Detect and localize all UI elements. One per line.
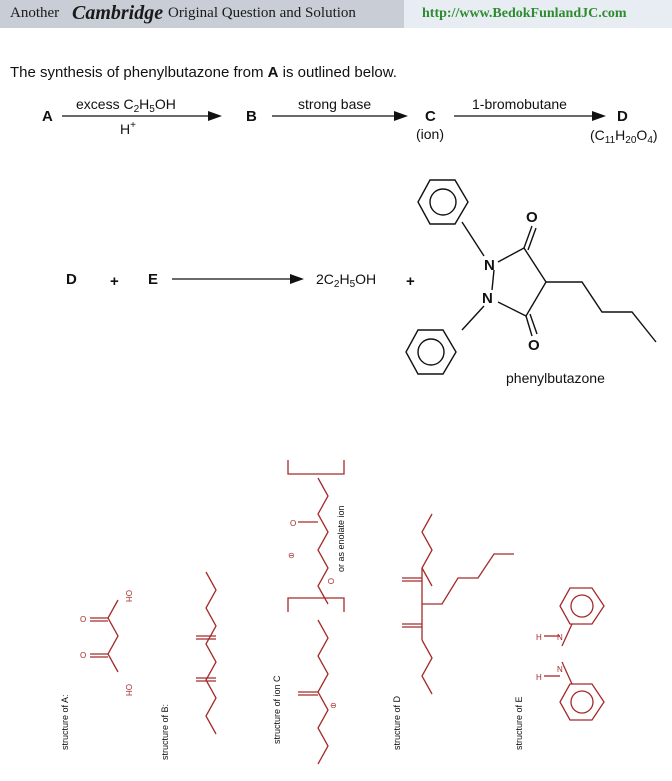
intro-bold-a: A <box>267 64 279 81</box>
intro-before: The synthesis of phenylbutazone from <box>10 64 268 81</box>
compound-b-label: B <box>246 108 257 125</box>
bond-n2-ph2 <box>461 305 485 331</box>
butyl-chain <box>546 281 657 343</box>
structure-c-chain-upper <box>317 477 329 605</box>
phenyl-ring-bottom <box>405 329 457 375</box>
reagent-1-bottom: H+ <box>120 120 136 137</box>
structure-e-ring-top <box>559 587 605 625</box>
label-structure-b: structure of B: <box>160 704 170 760</box>
structure-c-bracket-bottom <box>287 597 345 612</box>
reaction-scheme-2: D + E 2C2H5OH + N N O <box>66 179 657 386</box>
structure-a-oh1: OH <box>124 590 133 602</box>
plus-sign-1: + <box>110 273 119 290</box>
structure-e-h2: H <box>536 673 542 682</box>
structure-a-chain <box>107 599 119 673</box>
structure-e: H H N N structure of E <box>514 587 605 750</box>
enolate-note: or as enolate ion <box>336 505 346 572</box>
structure-e-ring-bottom-circle <box>570 690 594 714</box>
atom-n1: N <box>484 257 495 274</box>
structure-e-ring-bottom <box>559 683 605 721</box>
phenyl-ring-bottom-circle <box>417 338 445 366</box>
compound-c-label: C <box>425 108 436 125</box>
bond-co2-o2 <box>525 315 533 337</box>
header-brand-logo: Cambridge <box>72 2 164 24</box>
bond-co-o1 <box>523 225 533 249</box>
phenyl-ring-top-circle <box>429 188 457 216</box>
label-structure-c: structure of ion C <box>272 675 282 744</box>
product-ethanol: 2C2H5OH <box>316 271 376 290</box>
reagent-2: strong base <box>298 96 371 112</box>
bond-ch-co2 <box>525 281 547 317</box>
atom-o1: O <box>526 209 538 226</box>
header-suffix: Original Question and Solution <box>168 5 356 21</box>
structure-e-n1: N <box>557 633 563 642</box>
plus-sign-2: + <box>406 273 415 290</box>
arrow-4-head <box>290 274 304 284</box>
structure-c-chain-lower <box>317 619 329 765</box>
reagent-1-top: excess C2H5OH <box>76 96 176 115</box>
arrow-2-head <box>394 111 408 121</box>
label-structure-d: structure of D <box>392 695 402 750</box>
structure-c: O O ⊖ ⊖ structure of ion C or as enolate… <box>272 460 346 765</box>
structure-d-ester-bottom <box>421 639 433 695</box>
label-structure-a: structure of A: <box>60 694 70 750</box>
bond-co-o1-double <box>527 227 537 251</box>
bond-n1-n2 <box>491 269 495 291</box>
reagent-3: 1-bromobutane <box>472 96 567 112</box>
intro-after: is outlined below. <box>278 64 397 81</box>
compound-a-label: A <box>42 108 53 125</box>
page-header: Another Cambridge Original Question and … <box>0 0 672 28</box>
structure-a-o1: O <box>80 615 86 624</box>
structure-c-bracket-top <box>287 460 345 475</box>
bond-co2-o2-double <box>529 313 538 335</box>
bond-co-ch <box>523 247 547 283</box>
structure-a-oh2: OH <box>124 684 133 696</box>
structure-e-ring-top-circle <box>570 594 594 618</box>
header-title-bar: Another Cambridge Original Question and … <box>0 0 404 28</box>
phenyl-ring-top <box>417 179 469 225</box>
structure-b-chain <box>205 571 217 735</box>
phenylbutazone-structure <box>405 179 657 375</box>
compound-c-note: (ion) <box>416 126 444 142</box>
structure-c-o-upper-2: O <box>290 519 296 528</box>
structure-a: OH OH O O structure of A: <box>60 590 133 750</box>
structure-e-bond-nn <box>561 623 573 647</box>
reactant-d-label: D <box>66 271 77 288</box>
header-url-bar: http://www.BedokFunlandJC.com <box>404 0 672 28</box>
arrow-3-head <box>592 111 606 121</box>
structure-e-bond-n2 <box>561 661 573 685</box>
compound-d-label: D <box>617 108 628 125</box>
structure-e-h1: H <box>536 633 542 642</box>
structure-c-o-upper: O <box>326 578 335 584</box>
header-prefix: Another <box>10 5 60 21</box>
structure-d-butyl <box>422 553 514 605</box>
bond-n1-co <box>497 247 525 263</box>
compound-d-formula: (C11H20O4) <box>590 127 658 146</box>
structure-a-o2: O <box>80 651 86 660</box>
answer-structures: OH OH O O structure of A: structure of B… <box>60 460 605 765</box>
label-structure-e: structure of E <box>514 696 524 750</box>
reactant-e-label: E <box>148 271 158 288</box>
structure-e-n2: N <box>557 665 563 674</box>
structure-c-minus-lower: ⊖ <box>330 701 337 710</box>
bond-n2-co2 <box>497 301 527 317</box>
arrow-1-head <box>208 111 222 121</box>
structure-c-minus-upper: ⊖ <box>288 551 295 560</box>
atom-n2: N <box>482 290 493 307</box>
atom-o2: O <box>528 337 540 354</box>
phenylbutazone-name: phenylbutazone <box>506 370 605 386</box>
intro-text: The synthesis of phenylbutazone from A i… <box>10 64 397 81</box>
structure-d-ester-top <box>421 513 433 587</box>
reaction-scheme-1: A excess C2H5OH H+ B strong base C (ion)… <box>42 96 658 146</box>
header-url-link[interactable]: http://www.BedokFunlandJC.com <box>422 6 627 21</box>
structure-d: structure of D <box>392 513 514 750</box>
structure-b: structure of B: <box>160 571 217 760</box>
bond-ph1-n1 <box>461 221 485 257</box>
